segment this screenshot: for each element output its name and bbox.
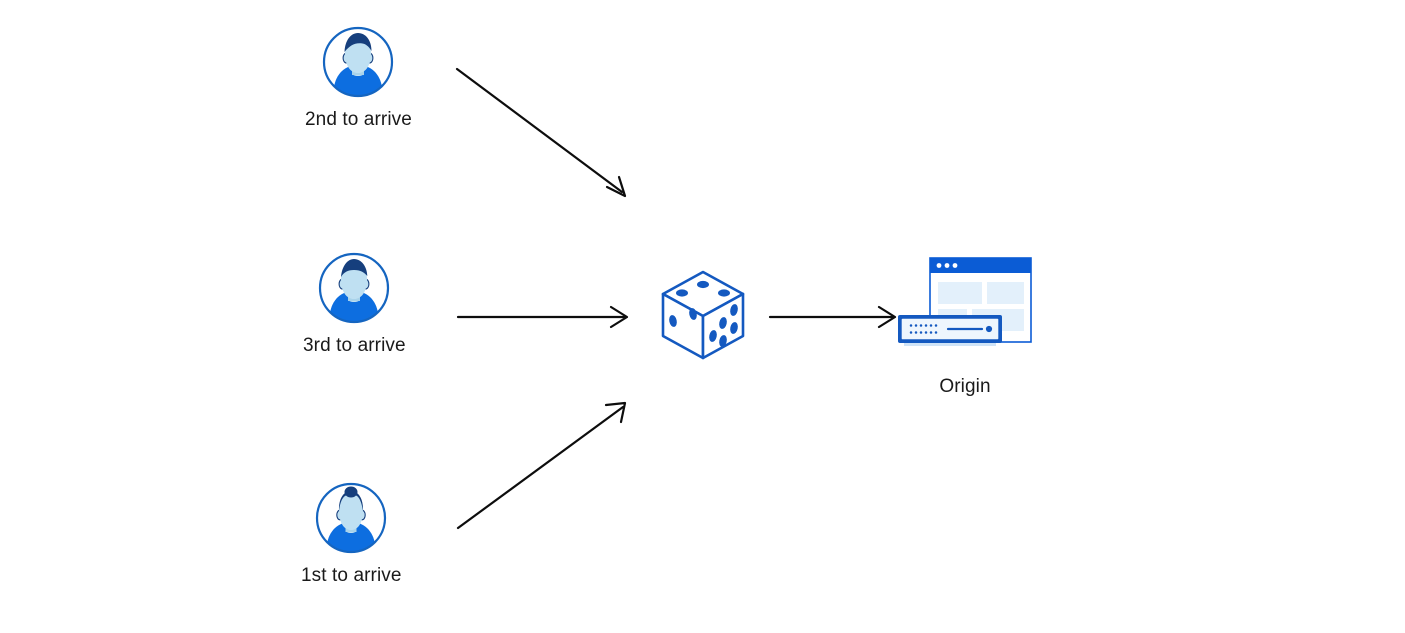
arrow-3rd-to-dice: [456, 305, 629, 329]
arrow-2nd-to-dice: [455, 67, 627, 198]
arrow-dice-to-origin: [768, 305, 897, 329]
node-label: Origin: [939, 376, 991, 397]
user-avatar-icon: [321, 25, 395, 99]
user-avatar-icon: [314, 481, 388, 555]
node-user-3rd[interactable]: 3rd to arrive: [303, 251, 406, 357]
user-avatar-icon: [317, 251, 391, 325]
node-user-2nd[interactable]: 2nd to arrive: [305, 25, 412, 131]
node-origin[interactable]: Origin: [890, 252, 1040, 398]
arrow-1st-to-dice: [456, 401, 627, 530]
node-label: 3rd to arrive: [303, 335, 406, 356]
node-label: 1st to arrive: [301, 565, 402, 586]
dice-cube-icon: [655, 266, 751, 366]
server-device: [898, 315, 1002, 346]
node-dice[interactable]: [655, 266, 751, 366]
node-user-1st[interactable]: 1st to arrive: [301, 481, 402, 587]
origin-server-icon: [890, 252, 1040, 362]
node-label: 2nd to arrive: [305, 109, 412, 130]
